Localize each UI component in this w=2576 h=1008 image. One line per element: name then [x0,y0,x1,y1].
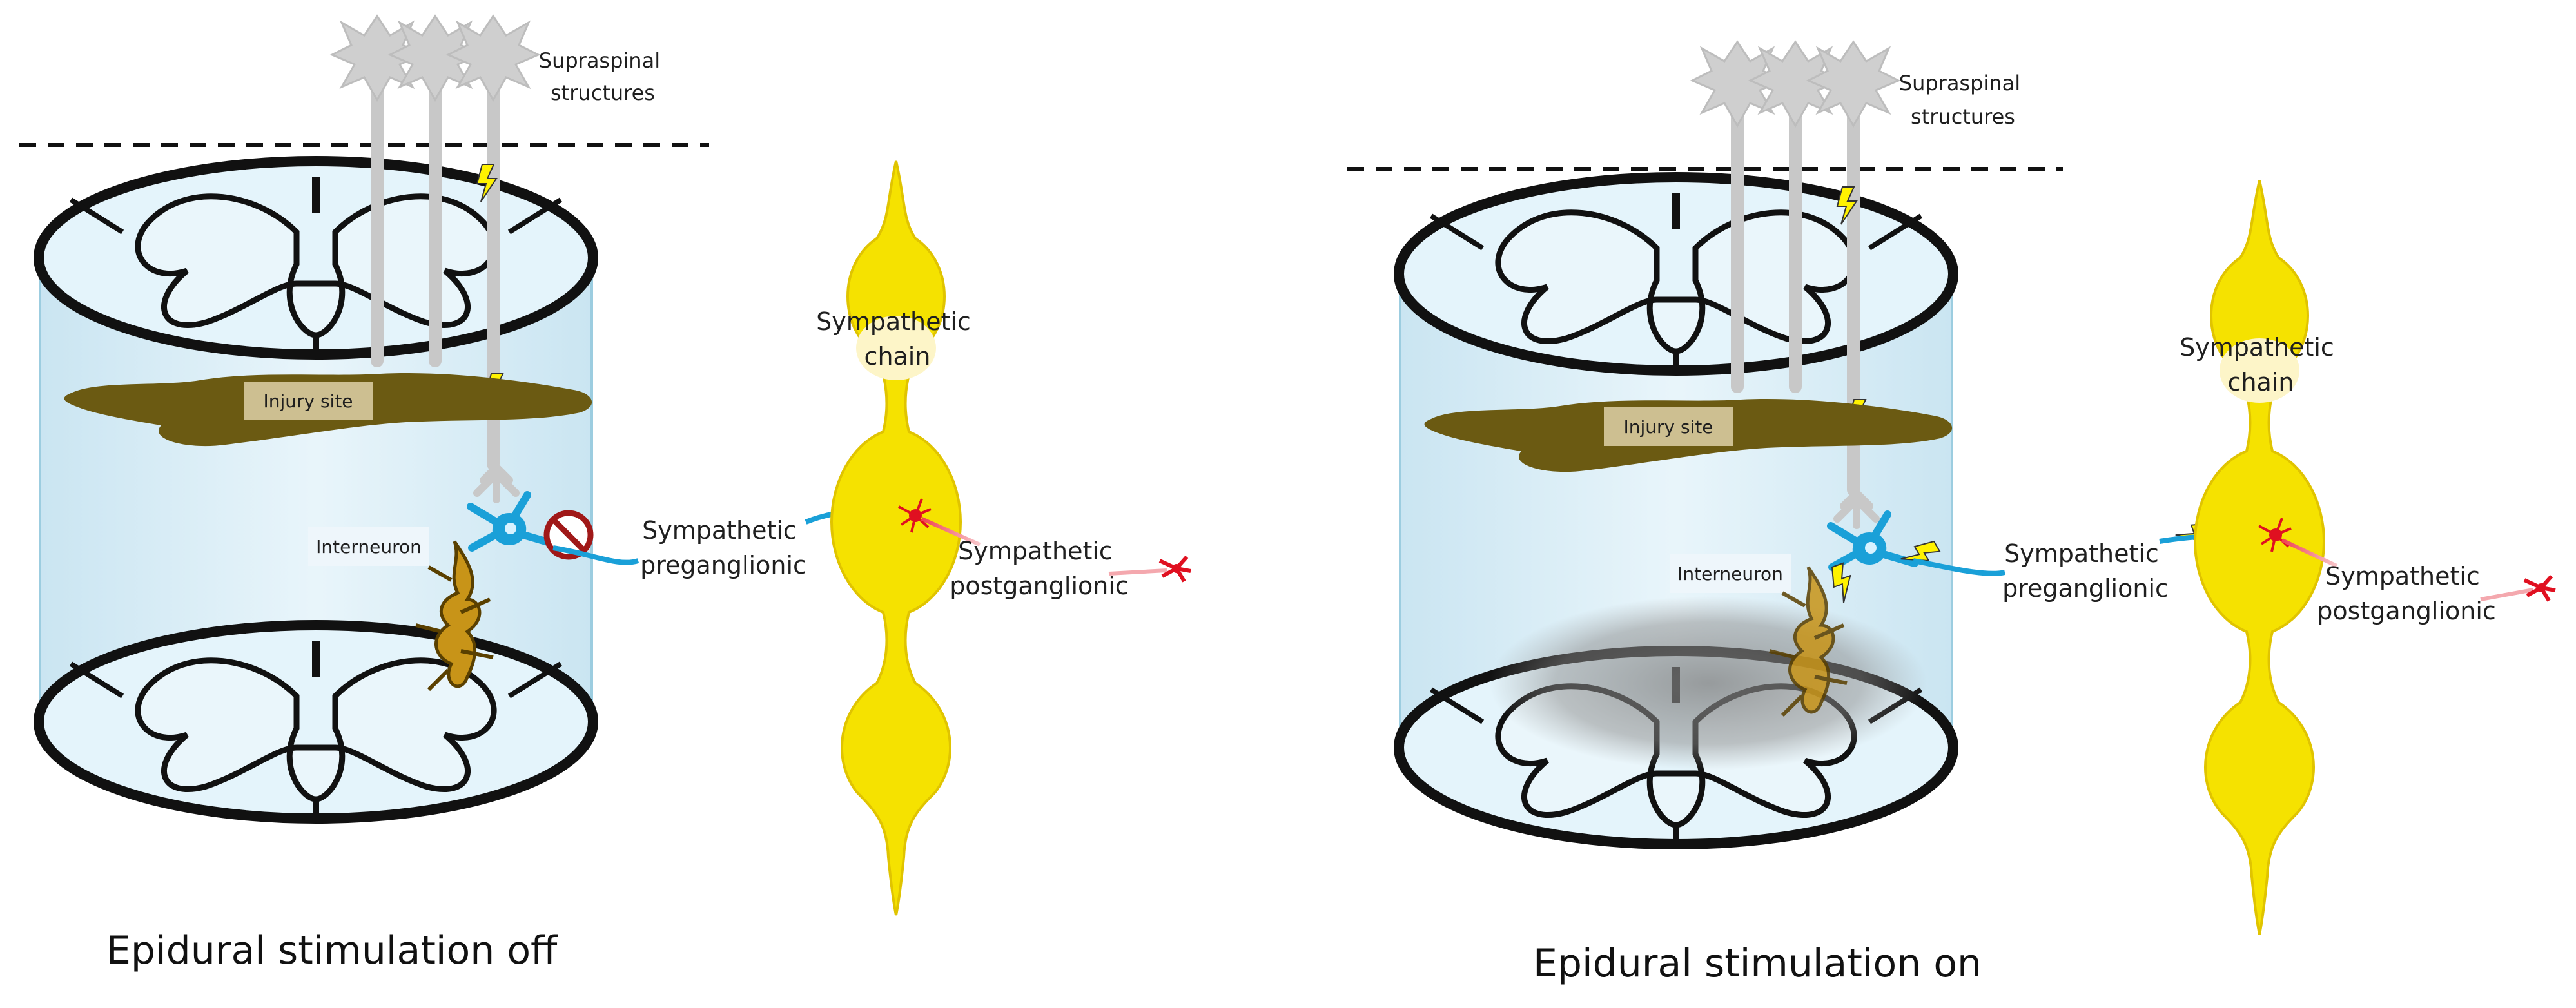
spinal-cord-segment [39,161,593,819]
preganglionic-axon [552,545,639,565]
neuron-icon [447,15,540,101]
no-entry-icon [543,510,594,560]
sympathetic-chain-label: Sympathetic chain [816,307,979,371]
sympathetic-chain [830,160,962,916]
injury-site-label: Injury site [1623,416,1713,438]
postganglionic-axon [2281,538,2338,568]
supraspinal-neurons [1691,41,1900,127]
neuron-icon [1807,41,1900,127]
interneuron-label: Interneuron [316,536,422,557]
panel-stimulation-on: Supraspinal structures Injury site Inter… [1347,41,2555,986]
injury-site-label: Injury site [263,391,353,412]
sympathetic-chain [2194,179,2325,936]
interneuron-label: Interneuron [1677,563,1783,585]
panel-caption: Epidural stimulation off [106,928,558,973]
sympathetic-chain-label: Sympathetic chain [2180,333,2342,396]
supraspinal-label: Supraspinal structures [1899,71,2027,129]
supraspinal-neurons [331,15,540,101]
preganglionic-label: Sympathetic preganglionic [2002,539,2169,603]
panel-stimulation-off: Supraspinal structures Injury site Inter… [19,15,1191,973]
postganglionic-label: Sympathetic postganglionic [2317,562,2496,625]
postganglionic-label: Sympathetic postganglionic [950,537,1129,600]
postganglionic-axon [921,517,981,547]
panel-caption: Epidural stimulation on [1533,941,1982,986]
axon-terminal [473,463,520,503]
preganglionic-axon [1913,558,2005,576]
preganglionic-label: Sympathetic preganglionic [640,516,806,579]
stimulation-field [1489,596,1927,770]
postganglionic-terminal-icon [2524,576,2555,601]
supraspinal-label: Supraspinal structures [539,48,667,105]
axon-terminal [1833,489,1880,529]
